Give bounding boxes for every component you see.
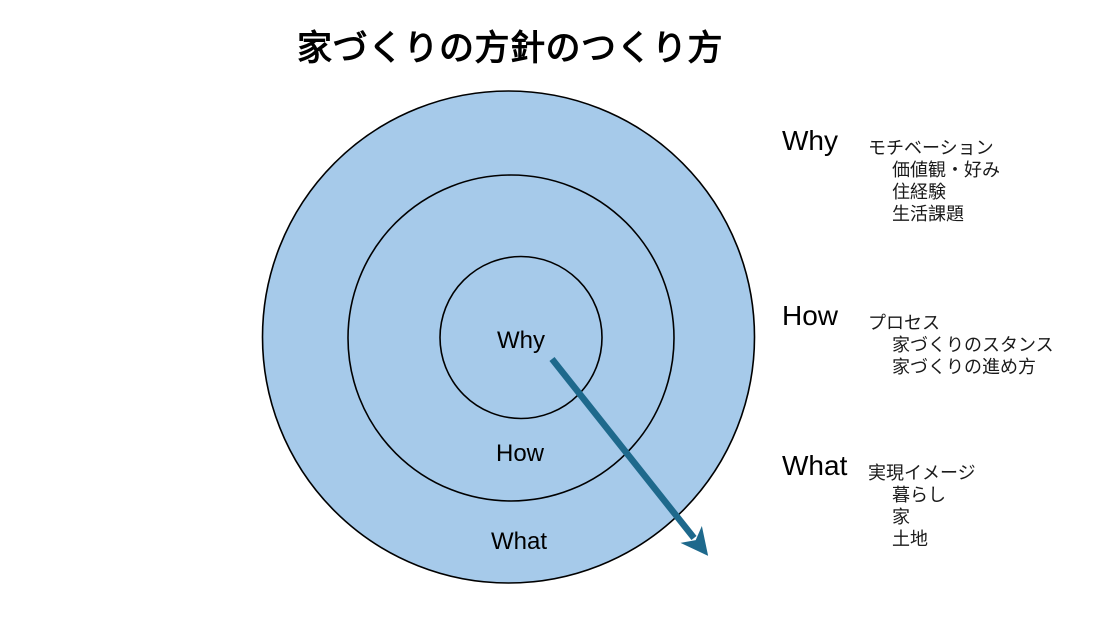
legend-item: 土地 <box>892 529 928 549</box>
legend-heading-why: モチベーション <box>868 138 994 158</box>
legend-item: 家づくりの進め方 <box>892 357 1036 377</box>
ring-label-why: Why <box>497 327 545 354</box>
legend-section-how: How プロセス 家づくりのスタンス 家づくりの進め方 <box>782 300 1082 378</box>
legend-item: 家 <box>892 507 910 527</box>
legend-item: 生活課題 <box>892 204 964 224</box>
legend-section-why: Why モチベーション 価値観・好み 住経験 生活課題 <box>782 125 1082 225</box>
outward-arrow <box>549 356 709 556</box>
legend-item: 家づくりのスタンス <box>892 335 1054 355</box>
legend-heading-how: プロセス <box>868 313 940 333</box>
inner-circle-why <box>439 255 603 420</box>
legend-item: 価値観・好み <box>892 160 1000 180</box>
legend-body-what: 実現イメージ 暮らし 家 土地 <box>868 462 976 550</box>
legend-label-how: How <box>782 300 839 331</box>
legend-section-what: What 実現イメージ 暮らし 家 土地 <box>782 450 1082 550</box>
ring-label-how: How <box>496 440 545 467</box>
legend-label-why: Why <box>782 125 838 156</box>
legend-label-what: What <box>782 450 848 481</box>
legend-item: 暮らし <box>892 485 946 505</box>
page-title: 家づくりの方針のつくり方 <box>296 29 723 68</box>
legend-item: 住経験 <box>892 182 946 202</box>
legend-body-why: モチベーション 価値観・好み 住経験 生活課題 <box>868 137 1000 225</box>
legend-heading-what: 実現イメージ <box>868 463 976 483</box>
ring-label-what: What <box>491 528 547 555</box>
legend-body-how: プロセス 家づくりのスタンス 家づくりの進め方 <box>868 312 1054 378</box>
